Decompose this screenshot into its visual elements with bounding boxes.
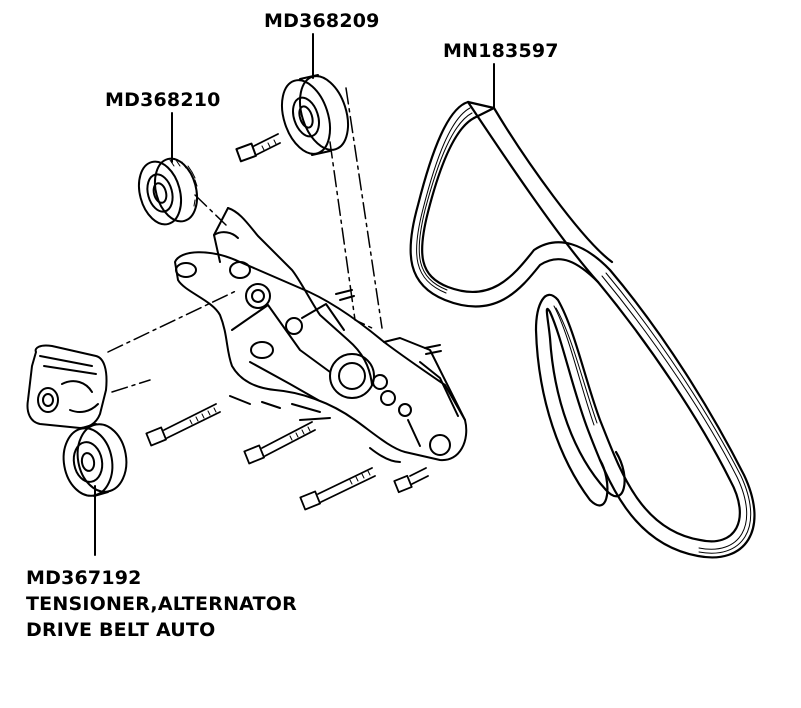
tensioner-md367192 [26, 344, 128, 497]
bolt-upper [235, 133, 281, 163]
bolt-long-3 [299, 467, 376, 511]
label-md367192-block: MD367192 TENSIONER,ALTERNATOR DRIVE BELT… [26, 567, 297, 641]
drive-belt-mn183597 [409, 100, 756, 559]
leader-lines [94, 33, 495, 556]
label-tensioner-desc-line1: TENSIONER,ALTERNATOR [26, 593, 297, 615]
label-md368209: MD368209 [264, 10, 380, 32]
label-md367192: MD367192 [26, 567, 142, 589]
label-mn183597: MN183597 [443, 40, 559, 62]
label-tensioner-desc-line2: DRIVE BELT AUTO [26, 619, 216, 641]
alternator-bracket [174, 207, 468, 463]
bolt-long-1 [145, 403, 221, 447]
bolt-long-2 [243, 421, 316, 465]
label-md368210: MD368210 [105, 89, 221, 111]
bolt-short [393, 467, 429, 494]
mounting-bolts [145, 403, 429, 511]
pulley-md368209 [281, 74, 349, 156]
alignment-centerlines [107, 87, 383, 393]
idler-pulley-md368210 [137, 157, 199, 226]
